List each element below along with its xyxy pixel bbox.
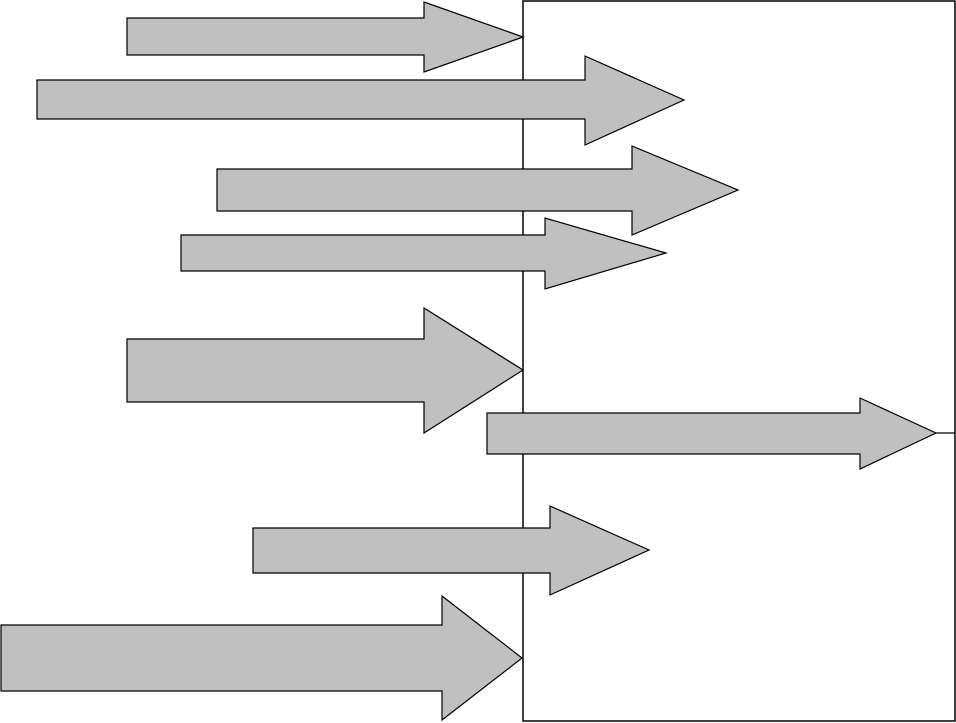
- arrow-2: [37, 56, 684, 145]
- arrow-8: [1, 596, 522, 720]
- arrow-3: [217, 146, 738, 235]
- arrow-5: [127, 308, 523, 433]
- arrow-1: [127, 2, 523, 72]
